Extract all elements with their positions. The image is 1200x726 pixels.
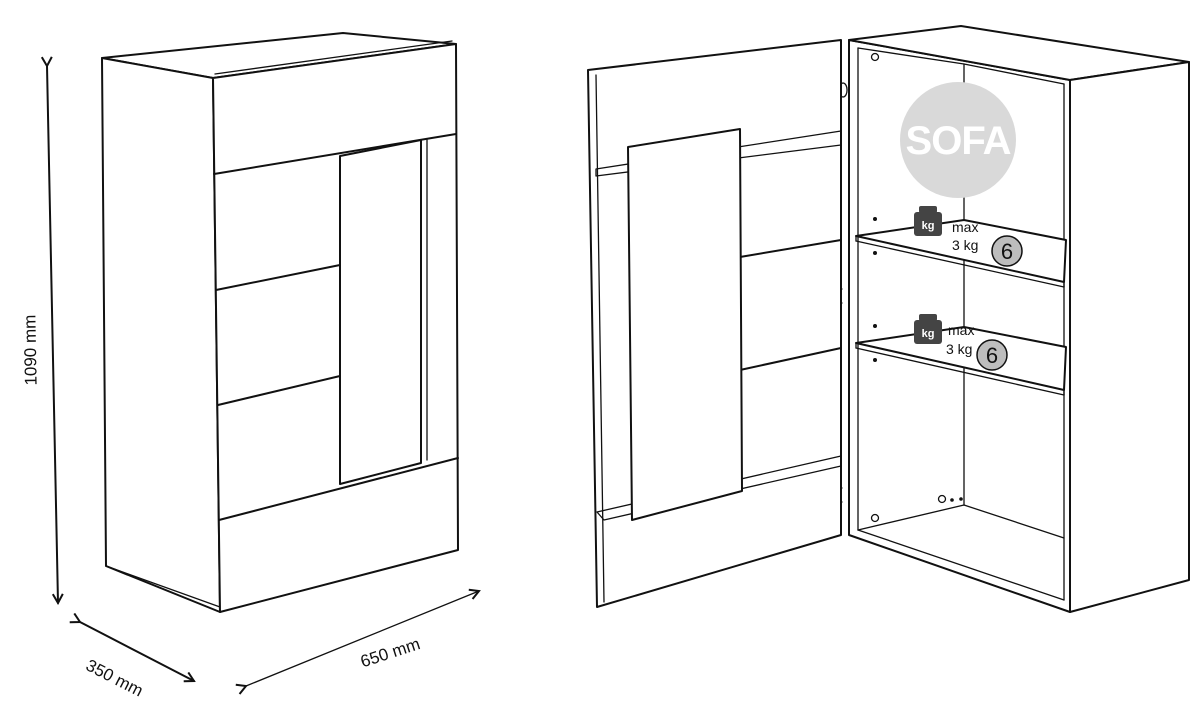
logo-text: SOFA — [906, 119, 1011, 163]
weight-kg-icon: kg — [914, 206, 942, 236]
weight-icon-text: kg — [922, 220, 935, 232]
cabinet-side-face — [101, 57, 221, 613]
height-label: 1090 mm — [20, 314, 40, 385]
shelf-load-note-2: kg max 3 kg 6 — [914, 314, 1008, 371]
logo-circle — [900, 82, 1016, 198]
width-label: 650 mm — [358, 634, 422, 671]
height-arrow — [47, 66, 58, 603]
part-badge-number: 6 — [986, 343, 998, 368]
width-dimension: 650 mm — [246, 591, 479, 686]
mounting-hole — [937, 494, 947, 504]
height-dimension: 1090 mm — [20, 66, 58, 603]
weight-icon-text: kg — [922, 328, 935, 340]
open-cabinet-side — [1069, 61, 1190, 613]
mounting-hole — [870, 52, 880, 62]
width-arrow — [246, 591, 479, 686]
cabinet-glass-door — [339, 139, 422, 485]
part-badge — [976, 339, 1008, 371]
part-badge-number: 6 — [1001, 239, 1013, 264]
door-glass-panel — [627, 128, 743, 521]
closed-cabinet — [101, 32, 459, 613]
shelf-load-note-1: kg max 3 kg 6 — [914, 206, 1023, 267]
shelf-max-label: max — [948, 322, 974, 338]
depth-arrow — [80, 622, 194, 681]
shelf-load-label: 3 kg — [946, 341, 972, 357]
shelf-load-label: 3 kg — [952, 237, 978, 253]
mounting-hole — [870, 513, 880, 523]
part-badge — [991, 235, 1023, 267]
depth-label: 350 mm — [83, 656, 146, 701]
shelf-max-label: max — [952, 219, 978, 235]
weight-kg-icon: kg — [914, 314, 942, 344]
depth-dimension: 350 mm — [80, 622, 194, 701]
brand-logo: SOFA — [900, 82, 1016, 198]
open-cabinet — [587, 25, 1190, 613]
